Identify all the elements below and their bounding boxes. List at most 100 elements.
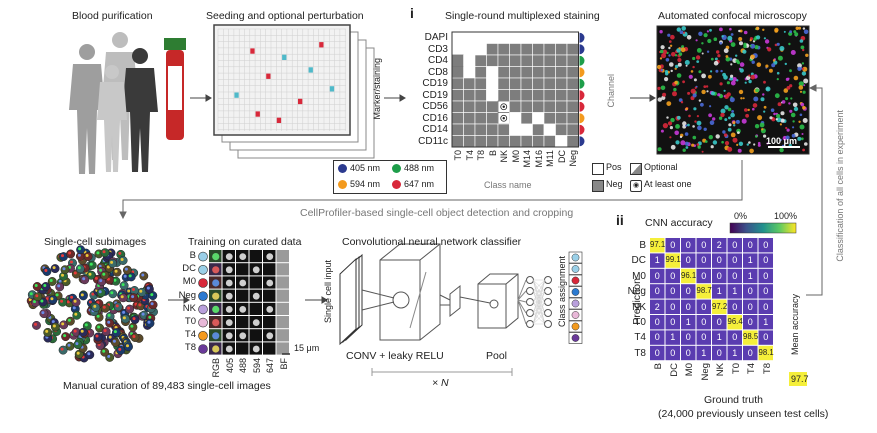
- training-tile-cell: [225, 292, 233, 300]
- fc-edge: [517, 299, 527, 303]
- microscopy-cell: [737, 148, 742, 153]
- training-tile-cell: [225, 266, 233, 274]
- marker-label: CD8: [427, 66, 448, 78]
- microscopy-cell: [688, 114, 691, 118]
- microscopy-cell: [771, 63, 776, 68]
- microscopy-cell: [692, 135, 697, 140]
- microscopy-cell: [727, 35, 733, 41]
- staining-cell: [451, 43, 464, 56]
- plate-well: [276, 117, 282, 123]
- accuracy-cell-value: 98.1: [758, 347, 774, 357]
- accuracy-cell-value: 0: [732, 270, 738, 281]
- microscopy-cell: [749, 148, 754, 154]
- training-tile: [236, 342, 249, 355]
- microscopy-cell: [690, 70, 694, 73]
- accuracy-cell-value: 0: [747, 347, 753, 358]
- accuracy-cell: [712, 330, 727, 345]
- accuracy-cell-value: 0: [701, 255, 707, 266]
- training-tile-cell: [212, 253, 220, 261]
- accuracy-cell: [696, 284, 711, 299]
- single-cell-nucleus: [97, 325, 101, 329]
- legend-pos-label: Pos: [606, 162, 622, 172]
- staining-cell: [566, 89, 579, 102]
- marker-label: CD14: [422, 124, 448, 135]
- fc-edge: [532, 279, 546, 314]
- microscopy-cell: [762, 93, 765, 96]
- well-plates: [213, 24, 375, 159]
- mean-accuracy-label: Mean accuracy: [790, 294, 800, 356]
- microscopy-cell: [676, 27, 681, 32]
- heading-cnn-accuracy: CNN accuracy: [645, 217, 713, 229]
- microscopy-cell: [765, 64, 769, 68]
- microscopy-cell: [703, 33, 708, 38]
- microscopy-cell: [686, 35, 692, 40]
- accuracy-cell: [696, 238, 711, 253]
- microscopy-cell: [712, 117, 716, 121]
- microscopy-cell: [799, 113, 803, 117]
- training-tile-cell: [212, 319, 220, 327]
- staining-cell: [474, 123, 487, 136]
- staining-cell: [497, 43, 510, 56]
- microscopy-cell: [705, 140, 708, 143]
- accuracy-cell-value: 1: [701, 347, 707, 358]
- single-cell-nucleus: [110, 291, 114, 295]
- microscopy-cell: [789, 109, 793, 113]
- staining-cell: [520, 112, 533, 125]
- accuracy-cell: [758, 330, 773, 345]
- accuracy-cell-value: 0: [701, 317, 707, 327]
- microscopy-cell: [715, 69, 719, 73]
- microscopy-cell: [748, 74, 751, 77]
- single-cell-nucleus: [60, 299, 64, 303]
- microscopy-cell: [677, 57, 682, 63]
- single-cell-nucleus: [62, 267, 66, 271]
- class-assignment-dot: [571, 265, 580, 273]
- training-row-label: DC: [182, 263, 196, 275]
- microscopy-cell: [797, 136, 802, 141]
- accuracy-cell: [758, 315, 773, 330]
- accuracy-cell-value: 0: [747, 301, 753, 312]
- manual-curation-caption: Manual curation of 89,483 single-cell im…: [63, 380, 271, 392]
- accuracy-cell: [665, 330, 680, 345]
- staining-cell: [474, 31, 487, 44]
- microscopy-cell: [723, 75, 728, 80]
- microscopy-cell: [752, 103, 758, 108]
- accuracy-col-label: Neg: [699, 363, 711, 381]
- microscopy-cell: [798, 120, 801, 124]
- staining-cell: [555, 123, 568, 136]
- fc-node-layer2: [544, 276, 552, 284]
- training-tile-cell: [225, 319, 233, 326]
- single-cell-nucleus: [115, 304, 119, 308]
- microscopy-cell: [724, 118, 728, 122]
- microscopy-cell: [755, 26, 760, 31]
- accuracy-cell-value: 0: [732, 255, 738, 266]
- training-tile: [263, 263, 276, 276]
- microscopy-cell: [719, 41, 723, 45]
- microscopy-cell: [710, 145, 714, 149]
- microscopy-cell: [696, 143, 700, 146]
- microscopy-cell: [657, 64, 662, 70]
- channel-marker: [579, 55, 585, 66]
- staining-cell: [486, 54, 499, 67]
- staining-cell: [509, 43, 522, 56]
- microscopy-cell: [787, 77, 790, 81]
- microscopy-cell: [729, 77, 734, 81]
- staining-cell: [520, 66, 533, 79]
- microscopy-cell: [698, 31, 703, 36]
- accuracy-cell: [665, 253, 680, 268]
- training-tile-cell: [252, 319, 260, 326]
- microscopy-cell: [732, 121, 736, 125]
- microscopy-cell: [696, 115, 700, 118]
- microscopy-cell: [657, 147, 662, 152]
- microscopy-cell: [671, 52, 676, 57]
- microscopy-cell: [753, 37, 757, 41]
- single-cell-nucleus: [103, 329, 107, 333]
- microscopy-cell: [696, 120, 702, 126]
- microscopy-cell: [748, 141, 751, 144]
- microscopy-cell: [679, 135, 683, 139]
- single-cell-nucleus: [102, 305, 106, 309]
- staining-cell: [509, 89, 522, 102]
- accuracy-cell: [681, 253, 696, 268]
- channel-marker: [579, 90, 585, 101]
- staining-legend: Pos Optional Neg ◉ At least one: [592, 162, 702, 194]
- microscopy-cell: [698, 70, 702, 74]
